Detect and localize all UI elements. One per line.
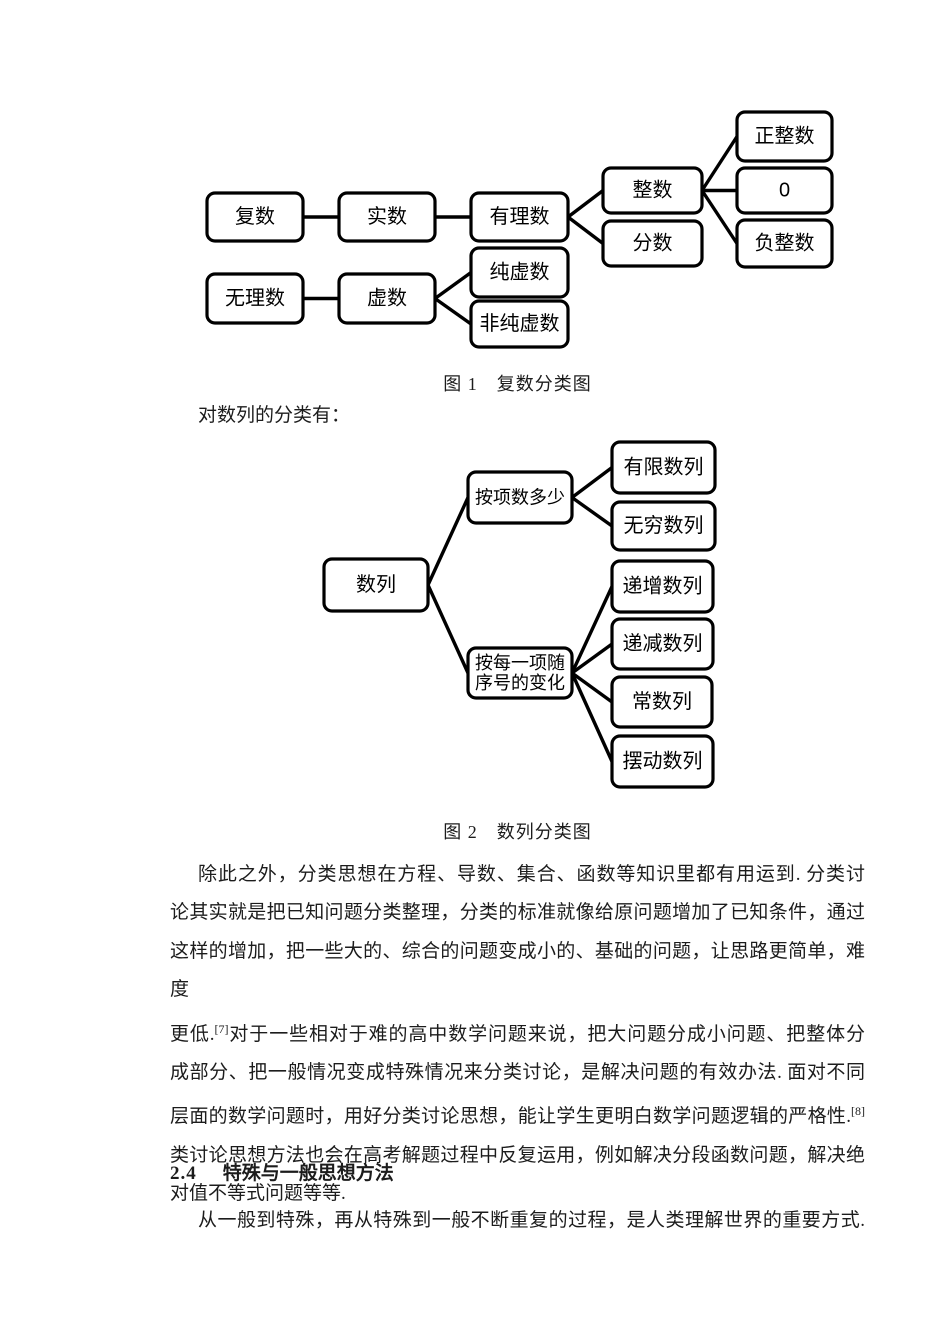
edge-anmeiyixiang-dizeng: [570, 585, 614, 674]
text-segment: 对于一些相对于难的高中数学问题来说，把大问题分成小问题、把整体分: [228, 1023, 865, 1045]
node-label-xushu: 虚数: [367, 287, 407, 310]
text-segment: 层面的数学问题时，用好分类讨论思想，能让学生更明白数学问题逻辑的严格性.: [170, 1106, 851, 1128]
closing-paragraph: 从一般到特殊，再从特殊到一般不断重复的过程，是人类理解世界的重要方式.: [198, 1210, 865, 1231]
node-label-fushu: 复数: [235, 205, 275, 228]
paragraph-line: 这样的增加，把一些大的、综合的问题变成小的、基础的问题，让思路更简单，难度: [170, 933, 865, 1010]
text-segment: 对值不等式问题等等.: [170, 1183, 346, 1205]
section-heading: 2.4 特殊与一般思想方法: [170, 1161, 865, 1187]
text-segment: 类讨论思想方法也会在高考解题过程中反复运用，例如解决分段函数问题，解决绝: [170, 1144, 865, 1166]
node-fushu: [205, 191, 305, 243]
node-label-zhengshu: 整数: [633, 179, 673, 202]
node-fuzhengshu: [735, 218, 834, 269]
node-zero: [735, 166, 834, 215]
edge-xushu-feichunxushu: [434, 297, 472, 326]
edge-anxiangshu-youxian: [570, 466, 614, 499]
node-feichunxushu: [469, 299, 570, 349]
node-dijian: [610, 617, 715, 671]
text-segment: 更低.: [170, 1023, 215, 1045]
node-label-zero: 0: [779, 180, 790, 202]
node-wuqiong: [610, 500, 717, 552]
edge-youlishu-zhengshu: [566, 189, 605, 219]
paragraph-line: 层面的数学问题时，用好分类讨论思想，能让学生更明白数学问题逻辑的严格性.[8]: [170, 1092, 865, 1136]
edge-shulie-anmeiyixiang: [426, 584, 470, 674]
paragraph-line: 论其实就是把已知问题分类整理，分类的标准就像给原问题增加了已知条件，通过: [170, 894, 865, 932]
intro-line: 对数列的分类有：: [198, 405, 351, 426]
section-title: 特殊与一般思想方法: [222, 1163, 394, 1184]
node-dizeng: [610, 559, 715, 614]
node-label-anmeiyixiang: 序号的变化: [475, 673, 565, 693]
node-label-chunxushu: 纯虚数: [490, 261, 550, 284]
node-label-shulie: 数列: [356, 573, 396, 596]
node-zhengshu: [601, 166, 704, 215]
edge-shulie-anxiangshu: [426, 496, 470, 586]
node-anxiangshu: [466, 470, 574, 525]
paragraph-line: 类讨论思想方法也会在高考解题过程中反复运用，例如解决分段函数问题，解决绝: [170, 1137, 865, 1175]
reference-superscript: [7]: [214, 1021, 229, 1036]
node-youlishu: [469, 191, 570, 243]
text-segment: 论其实就是把已知问题分类整理，分类的标准就像给原问题增加了已知条件，通过: [170, 902, 865, 924]
figure1-caption: 图 1 复数分类图: [443, 374, 592, 394]
node-label-youlishu: 有理数: [490, 205, 550, 228]
paragraph-line: 对值不等式问题等等.: [170, 1175, 865, 1213]
node-label-wuqiong: 无穷数列: [624, 514, 704, 537]
node-label-wulishu: 无理数: [225, 287, 285, 310]
node-label-shishu: 实数: [367, 205, 407, 228]
node-label-zhengzhengshu: 正整数: [755, 125, 815, 148]
edge-anxiangshu-wuqiong: [571, 496, 613, 528]
node-zhengzhengshu: [735, 110, 834, 163]
edge-zhengshu-zhengzhengshu: [700, 135, 739, 192]
paragraph-line: 除此之外，分类思想在方程、导数、集合、函数等知识里都有用运到. 分类讨: [170, 856, 865, 894]
node-label-feichunxushu: 非纯虚数: [480, 312, 560, 335]
paragraph-line: 成部分、把一般情况变成特殊情况来分类讨论，是解决问题的有效办法. 面对不同: [170, 1054, 865, 1092]
figure2-caption: 图 2 数列分类图: [443, 822, 592, 842]
edge-anmeiyixiang-dijian: [571, 642, 613, 675]
node-baidong: [610, 734, 715, 789]
node-shulie: [322, 557, 430, 613]
node-label-anxiangshu: 按项数多少: [475, 488, 565, 508]
node-label-fenshu: 分数: [633, 232, 673, 255]
node-label-baidong: 摆动数列: [623, 750, 703, 773]
text-segment: 这样的增加，把一些大的、综合的问题变成小的、基础的问题，让思路更简单，难度: [170, 940, 865, 1001]
node-chunxushu: [469, 246, 570, 299]
node-label-dizeng: 递增数列: [623, 575, 703, 598]
text-segment: 除此之外，分类思想在方程、导数、集合、函数等知识里都有用运到. 分类讨: [198, 864, 865, 885]
node-wulishu: [205, 272, 305, 325]
node-anmeiyixiang: [466, 646, 574, 700]
edge-youlishu-fenshu: [566, 215, 605, 245]
edge-xushu-chunxushu: [434, 271, 472, 300]
node-label-changshulie: 常数列: [632, 690, 692, 713]
edge-anmeiyixiang-baidong: [570, 672, 614, 763]
node-changshulie: [610, 675, 714, 729]
node-label-fuzhengshu: 负整数: [755, 232, 815, 255]
text-segment: 成部分、把一般情况变成特殊情况来分类讨论，是解决问题的有效办法. 面对不同: [170, 1062, 865, 1084]
node-fenshu: [601, 219, 704, 268]
node-label-youxian: 有限数列: [624, 456, 704, 479]
node-label-dijian: 递减数列: [623, 632, 703, 655]
node-label-anmeiyixiang: 按每一项随: [475, 653, 565, 673]
edge-anmeiyixiang-changshulie: [571, 671, 613, 704]
node-shishu: [337, 191, 437, 243]
section-number: 2.4: [170, 1163, 197, 1184]
node-youxian: [610, 440, 717, 495]
paragraph-line: 更低.[7]对于一些相对于难的高中数学问题来说，把大问题分成小问题、把整体分: [170, 1010, 865, 1054]
edge-zhengshu-fuzhengshu: [700, 189, 739, 245]
node-xushu: [337, 272, 437, 325]
reference-superscript: [8]: [851, 1104, 865, 1119]
body-paragraph: 除此之外，分类思想在方程、导数、集合、函数等知识里都有用运到. 分类讨论其实就是…: [170, 856, 865, 1214]
